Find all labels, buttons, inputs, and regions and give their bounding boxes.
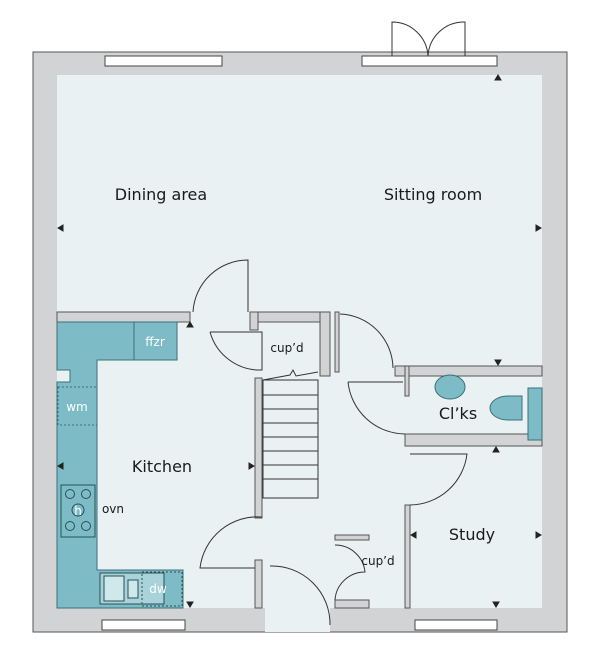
french-doors	[361, 21, 498, 67]
dishwasher	[141, 571, 183, 607]
door-swings	[192, 259, 468, 626]
window-study	[414, 619, 498, 631]
fridge-freezer	[133, 321, 178, 361]
dimension-arrows	[57, 74, 542, 608]
label-hob: h	[74, 504, 82, 518]
basin	[434, 374, 466, 400]
room-label-cupboard: cup’d	[270, 341, 303, 355]
room-label-dining-area: Dining area	[115, 185, 207, 204]
label-ffzr: ffzr	[145, 335, 165, 349]
hob	[60, 484, 96, 538]
room-label-cupboard-2: cup’d	[361, 554, 394, 568]
front-door-opening	[265, 600, 330, 632]
staircase	[262, 368, 319, 499]
label-dw: dw	[149, 582, 167, 596]
room-label-kitchen: Kitchen	[132, 457, 192, 476]
cistern	[527, 387, 543, 441]
toilet	[489, 395, 523, 421]
cloakroom-fixtures	[434, 374, 543, 441]
room-label-cloakroom: Cl’ks	[439, 404, 477, 423]
label-wm: wm	[66, 400, 88, 414]
interior-walls	[56, 311, 543, 609]
label-ovn: ovn	[102, 502, 124, 516]
washing-machine	[57, 386, 98, 426]
kitchen-units	[56, 321, 184, 609]
room-label-study: Study	[449, 525, 495, 544]
room-label-sitting-room: Sitting room	[384, 185, 482, 204]
window-kitchen	[101, 619, 186, 631]
window-dining	[104, 55, 223, 67]
